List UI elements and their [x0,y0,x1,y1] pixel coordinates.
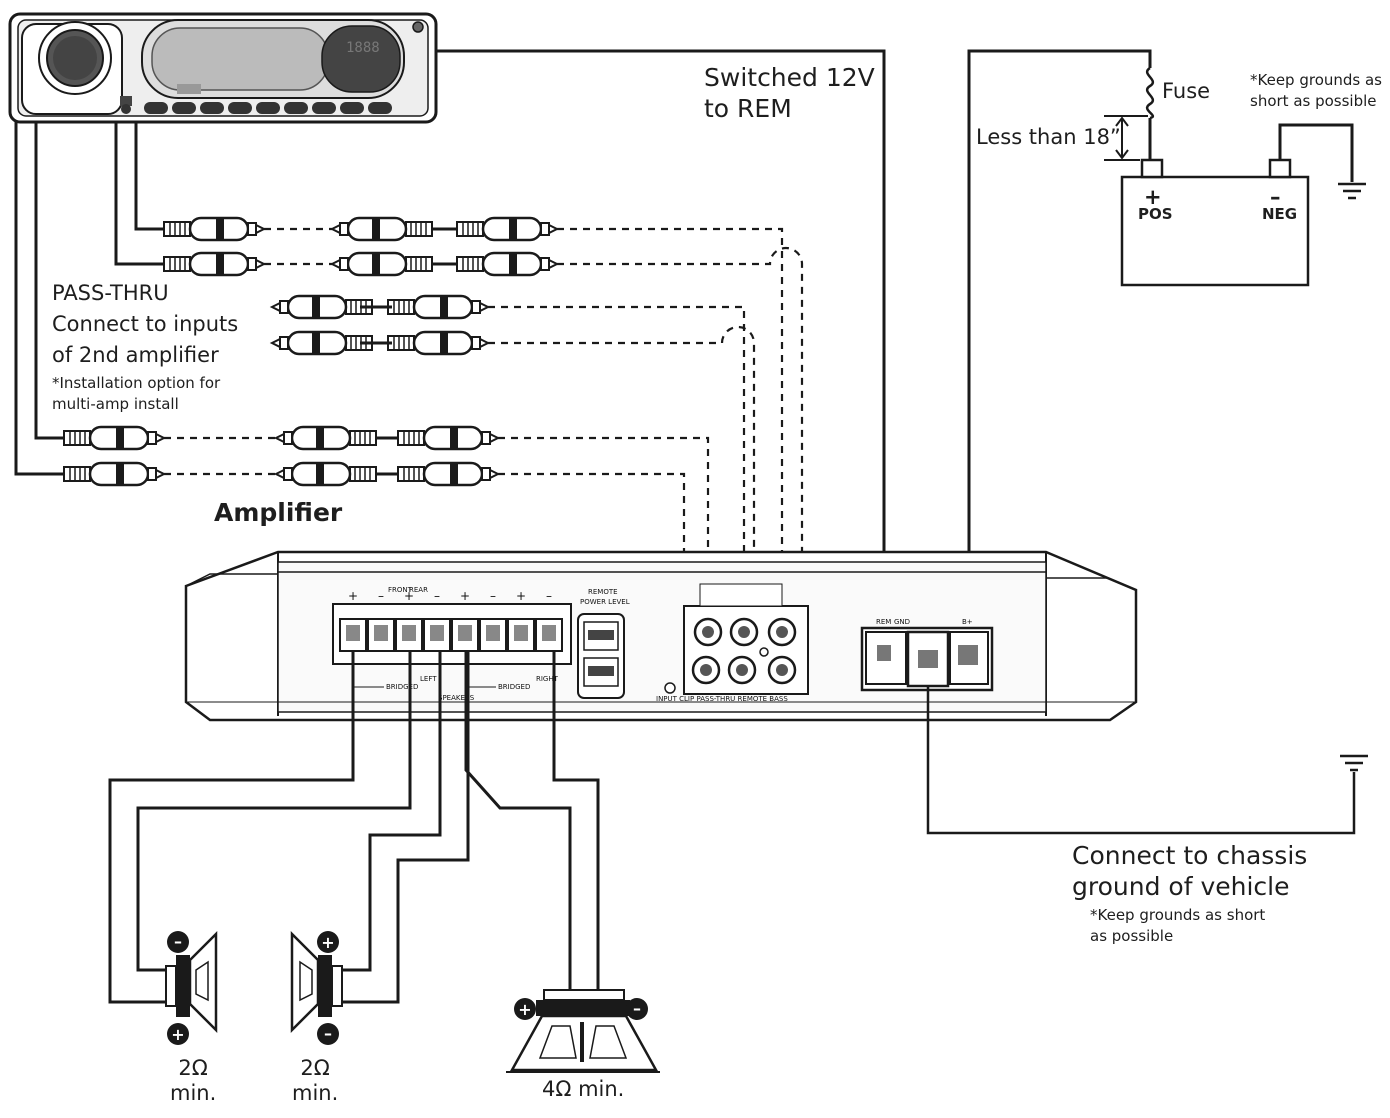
head-unit-icon: 1888 [8,12,438,124]
speaker-2-impedance: 2Ω min. [292,1056,338,1106]
speaker-icon: – + [165,930,218,1045]
speaker-icon: + – [290,930,343,1045]
term-sign: + [460,589,470,603]
term-sign: + [404,589,414,603]
ground-icon [1336,182,1368,200]
term-sign: – [434,589,440,603]
note-line-2: as possible [1090,927,1174,945]
less-than-label: Less than 18” [976,125,1121,149]
impedance-value: 2Ω [178,1056,208,1080]
bridged-label: BRIDGED [498,683,530,691]
term-sign: – [490,589,496,603]
speaker-wires [108,651,600,1004]
speaker-1-impedance: 2Ω min. [170,1056,216,1106]
impedance-value: 2Ω [300,1056,330,1080]
svg-text:+: + [518,1000,531,1019]
svg-text:+: + [171,1025,184,1044]
display-readout: 1888 [346,40,380,56]
speaker-3-impedance: 4Ω min. [542,1077,625,1101]
svg-text:–: – [324,1024,332,1043]
neg-sign: – [1270,185,1281,209]
pos-sign: + [1144,185,1162,209]
rca-plug-icon [62,216,559,487]
power-wires [967,49,1354,640]
bridged-label: BRIDGED [386,683,418,691]
pos-label: POS [1138,205,1173,223]
left-label: LEFT [420,675,437,683]
svg-text:–: – [174,932,182,951]
fuse-label: Fuse [1162,79,1211,103]
gnd-label: GND [894,618,910,626]
amplifier-title: Amplifier [214,498,343,527]
chassis-line-2: ground of vehicle [1072,872,1290,901]
right-label: RIGHT [536,675,559,683]
chassis-line-1: Connect to chassis [1072,841,1308,870]
rem-label: REM [876,618,891,626]
impedance-min: min. [170,1081,217,1105]
note-line-1: *Keep grounds as [1250,71,1382,89]
note-line-1: *Keep grounds as short [1090,906,1266,924]
svg-text:–: – [633,999,641,1018]
term-sign: + [516,589,526,603]
pass-thru-line-2: Connect to inputs [52,312,239,336]
length-marker [1104,115,1148,161]
power-level-label: POWER LEVEL [580,598,630,606]
switched-line-1: Switched 12V [704,63,875,92]
keep-grounds-note-top: *Keep grounds as short as possible [1250,70,1382,112]
remote-label: REMOTE [588,588,618,596]
switched-line-2: to REM [704,94,792,123]
bplus-label: B+ [962,618,973,626]
chassis-label: Connect to chassis ground of vehicle [1072,840,1307,902]
term-sign: – [546,589,552,603]
pass-thru-line-1: PASS-THRU [52,281,169,305]
ground-icon [1338,754,1370,772]
rear-label: REAR [409,586,428,594]
fuse-icon [1145,66,1155,120]
pass-thru-label: PASS-THRU Connect to inputs of 2nd ampli… [52,278,238,371]
input-row-label: INPUT CLIP PASS-THRU REMOTE BASS [656,695,788,703]
note-line-2: short as possible [1250,92,1377,110]
amplifier-icon: + – + – + – + – FRONT REAR BRIDGED LEFT … [184,550,1138,722]
switched-label: Switched 12V to REM [704,62,875,124]
svg-text:+: + [321,933,334,952]
impedance-min: min. [292,1081,339,1105]
install-option-note: *Installation option for multi-amp insta… [52,373,220,415]
battery-icon [1120,158,1310,287]
head-unit-wires [14,49,886,640]
pass-thru-line-3: of 2nd amplifier [52,343,219,367]
term-sign: + [348,589,358,603]
install-line-1: *Installation option for [52,374,221,392]
install-line-2: multi-amp install [52,395,179,413]
speakers-label: SPEAKERS [438,694,475,702]
speaker-icon: + – [506,989,660,1073]
front-label: FRONT [388,586,413,594]
neg-label: NEG [1262,205,1298,223]
term-sign: – [378,589,384,603]
chassis-ground-wire [926,686,1356,835]
keep-grounds-note-bottom: *Keep grounds as short as possible [1090,905,1265,947]
